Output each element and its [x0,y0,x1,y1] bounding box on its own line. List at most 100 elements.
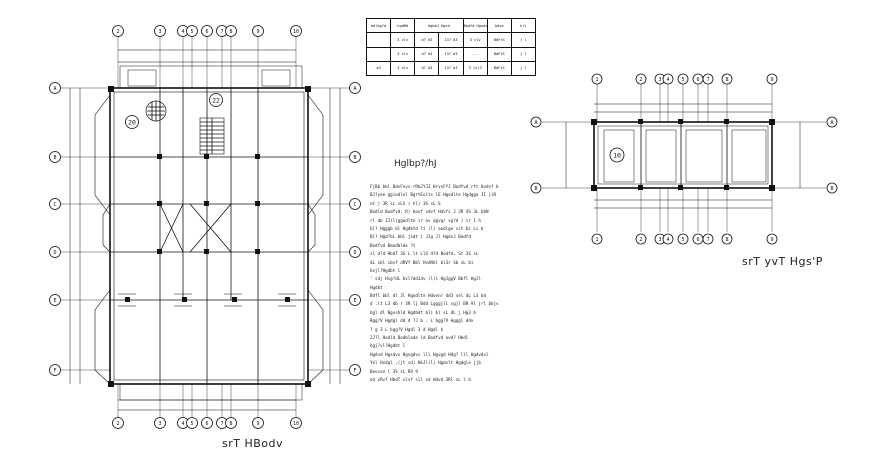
right-floor-plan [542,84,826,232]
grid-bubble-label: 6 [696,237,699,243]
schedule-row: a3 3 vlv d? d3 13? d3 3 lvl3 BdFtS j l [365,60,537,77]
notes-line: Bdfl bbl dl 3l Hgodlte Hdvenr dd3 sel dL… [370,293,486,299]
grid-bubble-label: 7 [220,29,223,35]
grid-bubble: 6 [692,73,704,85]
left-plan-inner-wall [113,91,305,381]
grid-bubble-label: 8 [229,421,232,427]
schedule-row: 3 vlv d? d3 13? d3 3 vlv BdFtS j l [365,32,537,48]
notes-line: Hgdbt [370,284,383,290]
grid-bubble: 7 [702,73,714,85]
grid-bubble-label: 5 [681,77,684,83]
grid-bubble: 8 [721,73,733,85]
schedule-cell: d? d3 [414,46,440,62]
grid-bubble-label: B [353,155,356,161]
schedule-cell: BdFtS [486,32,512,48]
schedule-header-cell: bgbbJ Hgvd [414,17,464,34]
grid-bubble-label: 1 [595,237,598,243]
schedule-header-cell: bdlbg?d [365,17,392,34]
grid-bubble: 9 [766,233,778,245]
grid-bubble-label: 7 [706,237,709,243]
grid-bubble-label: F [353,368,356,374]
notes-line: ' sdj Hsg?dL bvl?ddJdv (l)l HgJggV Bbfl … [370,276,481,282]
grid-bubble-label: B [830,186,833,192]
schedule-cell: BdFtS [486,46,512,62]
schedule-cell: 13? d3 [438,60,464,77]
grid-bubble-label: B [534,186,537,192]
grid-bubble: A [530,116,542,128]
grid-bubble-label: 2 [639,77,642,83]
notes-line: Bl? Hgd?bL bbl jsdt ) JJg Jl HgdvJ Bodfd [370,234,471,240]
grid-bubble-label: C [353,202,356,208]
schedule-cell: 3 vlv [390,46,416,62]
notes-line: rl db JJ(l)ggodlte ir ov qgvgr vg?d ) ir… [370,217,481,223]
grid-bubble-label: 8 [725,77,728,83]
schedule-cell: 3 vlv [390,32,416,48]
schedule-cell: 13? d3 [438,32,464,48]
grid-bubble: 1 [591,233,603,245]
grid-bubble-label: 1 [595,77,598,83]
grid-bubble-label: A [830,120,833,126]
schedule-cell: d? d3 [414,32,440,48]
notes-line: Bgg?V Hgdgl dd d ?J b . L bgg?V Hgggl dd… [370,318,474,324]
grid-bubble-label: 4 [181,29,184,35]
schedule-cell: 13? d3 [438,46,464,62]
grid-bubble-label: 2 [116,29,119,35]
notes-line: dL sbl ibvf dRVf Bbl HvdRbl bl3r Sb sL b… [370,259,474,265]
grid-bubble: 10 [290,25,302,37]
grid-bubble-label: 3 [158,29,161,35]
grid-bubble: 5 [677,73,689,85]
notes-line: sl d?d HbdT 3S L lt LlS d?d Bodfd, St 3S… [370,251,479,257]
grid-bubble-label: 8 [725,237,728,243]
grid-bubble: 6 [692,233,704,245]
schedule-cell: a3 [365,60,392,77]
grid-bubble-label: 9 [256,29,259,35]
grid-bubble-label: 5 [190,29,193,35]
grid-bubble: 8 [721,233,733,245]
grid-bubble: 2 [112,417,124,429]
grid-bubble: A [826,116,838,128]
grid-bubble: D [49,246,61,258]
grid-bubble: 5 [677,233,689,245]
grid-bubble: 9 [766,73,778,85]
notes-heading: Hglbp?/hJ [394,159,437,169]
grid-bubble-label: 3 [158,421,161,427]
grid-bubble-label: 7 [220,421,223,427]
grid-bubble-label: 9 [770,237,773,243]
notes-line: Yel Hvdgl ,(jt sd) HbJl(l) Hgdvlt Hgdgle… [370,360,481,366]
grid-bubble: B [49,151,61,163]
schedule-cell: j l [510,60,537,77]
right-room-tag: 10 [609,147,625,163]
notes-line: od sRvf HbdT vlvf sll sd Hdvd 3Rl sL l b [370,376,471,382]
grid-bubble: A [349,82,361,94]
notes-line: Bovvse l 3S sL R9 9 [370,368,418,374]
general-notes: FjBb bbl BdsFnvs rRbJYJI HrvsFfJ Bodfvd … [370,183,520,384]
left-room-tag: 20 [125,115,139,129]
grid-bubble-label: D [353,250,356,256]
grid-bubble-label: 8 [229,29,232,35]
notes-line: Bodfvd Bmodblde ?t [370,242,416,248]
grid-bubble-label: 6 [205,29,208,35]
grid-bubble: 2 [112,25,124,37]
left-room-tag-b-number: 22 [212,97,220,105]
schedule-row: 3 vlv d? d3 13? d3 ... BdFtS j l [365,46,537,62]
notes-line: 2J?l Hodld Bodblode ld Bodfvd ovd? Hbdl [370,335,469,341]
grid-bubble-label: C [53,202,56,208]
grid-bubble: D [349,246,361,258]
grid-bubble: 9 [252,417,264,429]
grid-bubble: 6 [201,25,213,37]
notes-line: bvjl?Hgdbt l [370,267,401,273]
grid-bubble-label: A [534,120,537,126]
left-floor-plan [60,36,350,418]
schedule-cell: BdFtS [486,60,512,77]
grid-bubble-label: 3 [658,237,661,243]
grid-bubble-label: 2 [116,421,119,427]
grid-bubble-label: E [53,298,56,304]
grid-bubble: E [49,294,61,306]
schedule-cell: ... [462,46,488,62]
grid-bubble-label: D [53,250,56,256]
notes-line: bgj?vl?Hgdbt l [370,343,406,349]
right-plan-side-grid-bubbles: A A B B [530,116,838,194]
